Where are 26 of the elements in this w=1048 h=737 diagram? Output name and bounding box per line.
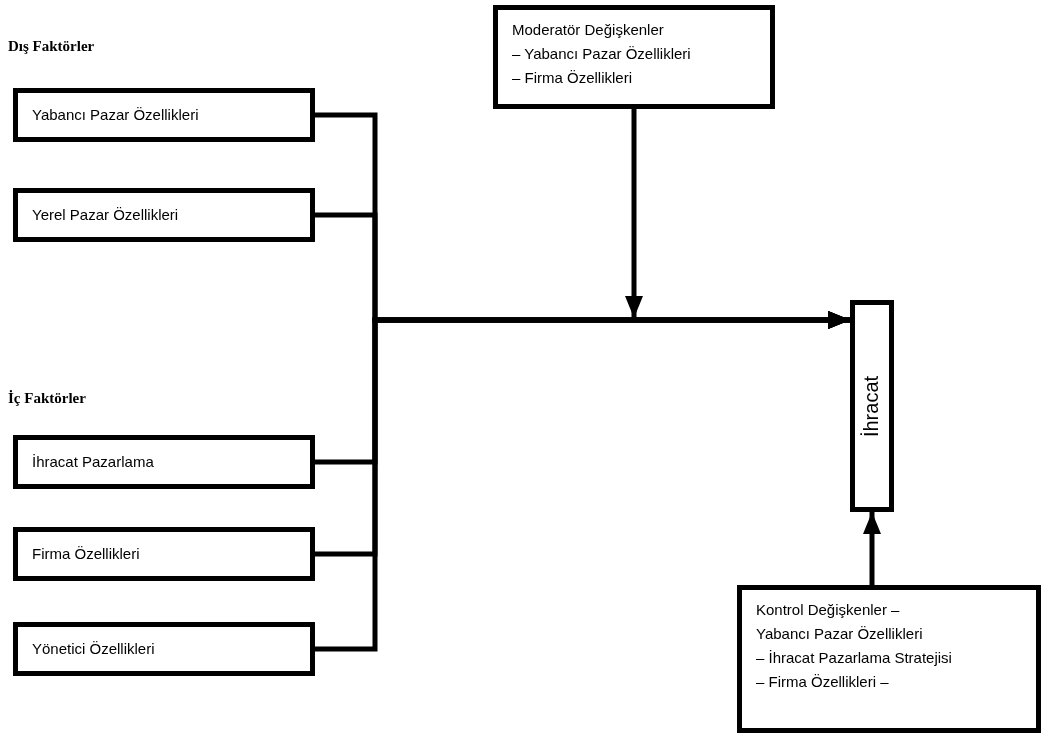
factor-box — [13, 188, 315, 242]
variable-box — [493, 5, 775, 109]
group-heading: Dış Faktörler — [8, 38, 95, 55]
list-item: – Yabancı Pazar Özellikleri — [512, 44, 691, 64]
list-item: – Firma Özellikleri – — [756, 672, 889, 692]
box-label: Yerel Pazar Özellikleri — [32, 205, 179, 225]
arrow — [315, 311, 850, 652]
group-heading: İç Faktörler — [8, 390, 86, 407]
factor-box — [13, 527, 315, 581]
box-label: İhracat Pazarlama — [32, 452, 154, 472]
list-item: – Firma Özellikleri — [512, 68, 632, 88]
box-label: Yönetici Özellikleri — [32, 639, 155, 659]
list-item: – İhracat Pazarlama Stratejisi — [756, 648, 952, 668]
outcome-box — [850, 300, 894, 512]
box-title: Kontrol Değişkenler – — [756, 600, 900, 620]
factor-box — [13, 435, 315, 489]
variable-box — [737, 585, 1041, 733]
factor-box — [13, 622, 315, 676]
list-item: Yabancı Pazar Özellikleri — [756, 624, 923, 644]
box-title: Moderatör Değişkenler — [512, 20, 664, 40]
box-label: İhracat — [860, 375, 884, 437]
arrow — [625, 109, 643, 318]
factor-box — [13, 88, 315, 142]
arrow — [863, 512, 881, 585]
box-label: Yabancı Pazar Özellikleri — [32, 105, 199, 125]
box-label: Firma Özellikleri — [32, 544, 140, 564]
